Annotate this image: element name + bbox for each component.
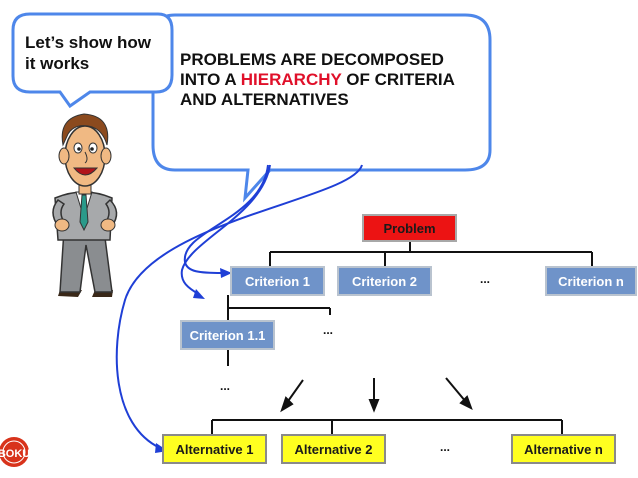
pointer-arrowheads (155, 268, 232, 453)
alternative-2-node: Alternative 2 (281, 434, 386, 464)
big-bubble-highlight: HIERARCHY (240, 70, 342, 89)
big-bubble-text-start: PROBLEMS ARE DECOMPOSED INTO A (180, 50, 444, 89)
alternatives-ellipsis: ... (440, 440, 451, 454)
criterion-1-node: Criterion 1 (230, 266, 325, 296)
small-speech-bubble (11, 12, 174, 109)
alternative-1-node: Alternative 1 (162, 434, 267, 464)
problem-node: Problem (362, 214, 457, 242)
pointer-arrows (115, 164, 363, 449)
criterion-n-node: Criterion n (545, 266, 637, 296)
small-bubble-text: Let’s show how it works (25, 33, 151, 73)
boku-logo: BOKU (0, 437, 30, 467)
criterion-1-1-node: Criterion 1.1 (180, 320, 275, 350)
subcriteria-ellipsis: ... (323, 323, 334, 337)
big-bubble-text-end: OF CRITERIA AND ALTERNATIVES (180, 70, 455, 109)
alternative-n-node: Alternative n (511, 434, 616, 464)
criteria-ellipsis: ... (480, 272, 491, 286)
lower-level-ellipsis: ... (220, 379, 231, 393)
presenter-figure (52, 113, 118, 297)
big-bubble-text: PROBLEMS ARE DECOMPOSED INTO A HIERARCHY… (180, 50, 480, 110)
criterion-2-node: Criterion 2 (337, 266, 432, 296)
hierarchy-connectors (211, 240, 593, 434)
boku-logo-text: BOKU (0, 448, 30, 460)
